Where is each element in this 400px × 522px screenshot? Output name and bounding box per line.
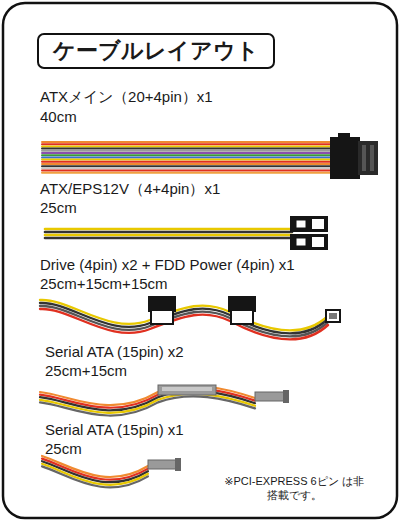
wire [42,466,148,487]
wire [42,464,148,485]
wire [42,165,332,167]
cable-length: 25cm [45,440,82,458]
wire [42,159,332,161]
fdd-connector [326,310,340,322]
cable-length: 25cm+15cm [45,362,127,380]
wire-bundles [40,142,332,487]
wire [42,161,332,163]
wire [42,143,332,145]
wire [40,309,328,340]
wire [42,154,332,156]
wire [42,163,332,165]
atx-main-connector [330,133,378,179]
wire [42,152,332,154]
cable-length: 40cm [40,108,77,126]
cable-length: 25cm [40,199,77,217]
wire [42,148,332,150]
wire [45,228,292,231]
note-text: ※PCI-EXPRESS 6ピン は非搭載です。 [224,474,364,502]
title-text: ケーブルレイアウト [53,36,259,66]
cable-name: Serial ATA (15pin) x1 [45,421,184,439]
wire [42,156,332,158]
cable-length: 25cm+15cm+15cm [40,275,168,293]
cable-name: Serial ATA (15pin) x2 [45,343,184,361]
page-frame [3,3,397,518]
wire [42,141,332,143]
eps12v-connector [290,216,328,250]
wire [42,170,332,172]
cable-name: ATXメイン（20+4pin）x1 [40,88,213,106]
wire [45,237,292,240]
wire [42,167,332,169]
cable-name: Drive (4pin) x2 + FDD Power (4pin) x1 [40,256,295,274]
wire [42,145,332,147]
cable-name: ATX/EPS12V（4+4pin）x1 [40,180,220,198]
wire [42,150,332,152]
wire [45,231,292,234]
wire [40,396,255,415]
wire [42,172,332,174]
title-box: ケーブルレイアウト [37,33,275,69]
wire [45,234,292,237]
molex-connector [148,296,256,324]
